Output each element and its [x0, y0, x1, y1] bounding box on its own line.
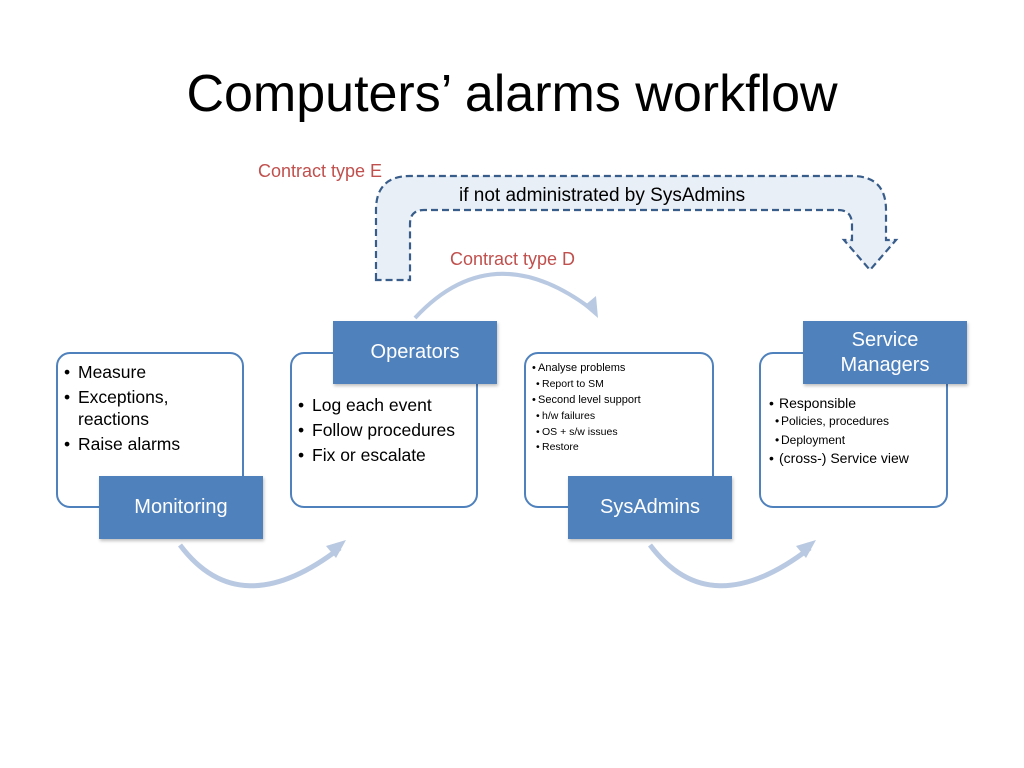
list-item: Analyse problems — [532, 360, 710, 377]
list-item: (cross-) Service view — [769, 449, 947, 467]
sysadmins-list: Analyse problems Report to SM Second lev… — [532, 360, 710, 456]
list-item: Policies, procedures — [769, 412, 947, 431]
list-item: Log each event — [298, 395, 476, 417]
list-item: Restore — [532, 440, 710, 456]
arc-operators-to-sysadmins-head — [584, 296, 598, 318]
arc-sysadmins-to-servicemanagers-head — [796, 540, 816, 558]
list-item: Second level support — [532, 392, 710, 409]
list-item: Raise alarms — [64, 434, 239, 456]
list-item: OS + s/w issues — [532, 425, 710, 441]
arc-sysadmins-to-servicemanagers — [648, 543, 812, 589]
loop-text: if not administrated by SysAdmins — [459, 185, 746, 206]
contract-type-e-label: Contract type E — [258, 161, 383, 181]
arc-monitoring-to-operators-head — [326, 540, 346, 558]
monitoring-list: Measure Exceptions, reactions Raise alar… — [64, 362, 239, 459]
list-item: Fix or escalate — [298, 445, 476, 467]
contract-e-dashed-arrow — [374, 174, 899, 282]
list-item: Deployment — [769, 431, 947, 450]
list-item: Responsible — [769, 394, 947, 412]
arc-monitoring-to-operators — [178, 543, 342, 589]
service-managers-list: Responsible Policies, procedures Deploym… — [769, 394, 947, 468]
list-item: Measure — [64, 362, 239, 384]
list-item: Report to SM — [532, 377, 710, 393]
operators-list: Log each event Follow procedures Fix or … — [298, 395, 476, 470]
slide-title: Computers’ alarms workflow — [186, 65, 838, 123]
sysadmins-header: SysAdmins — [568, 476, 732, 539]
list-item: Follow procedures — [298, 420, 476, 442]
monitoring-header: Monitoring — [99, 476, 263, 539]
service-managers-header: Service Managers — [803, 321, 967, 384]
list-item: h/w failures — [532, 409, 710, 425]
list-item: Exceptions, reactions — [64, 387, 239, 431]
arc-operators-to-sysadmins — [413, 271, 592, 320]
operators-header: Operators — [333, 321, 497, 384]
contract-type-d-label: Contract type D — [450, 249, 576, 269]
